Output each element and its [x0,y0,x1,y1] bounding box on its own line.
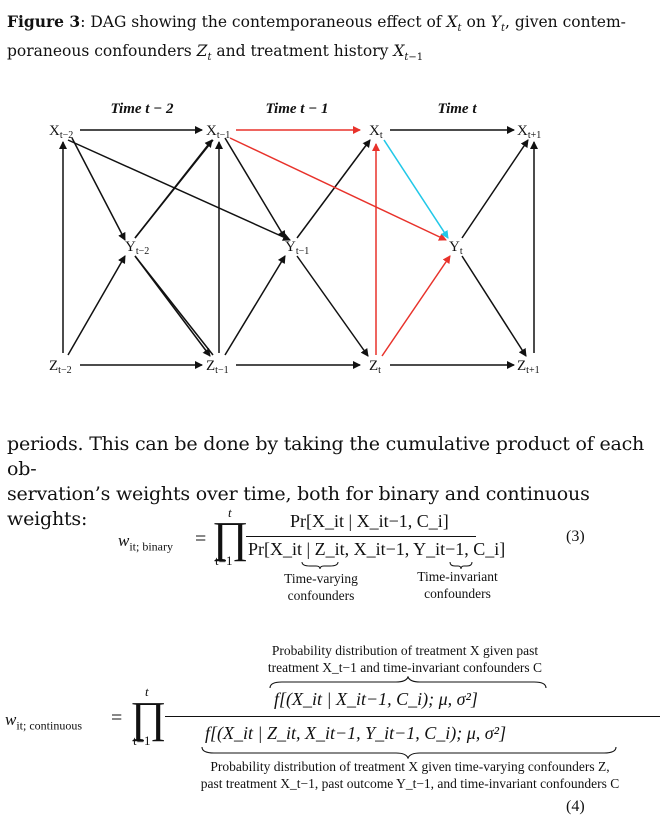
node-z-t: Zt [369,358,381,376]
dag-diagram: Time t − 2 Time t − 1 Time t [49,101,541,376]
eq4-lhs-sub: it; continuous [16,718,83,733]
caption-zt: Z [196,42,208,61]
node-z-t-minus-2: Zt−2 [49,358,72,376]
eq3-denominator: Pr[X_it | Z_it, X_it−1, Y_it−1, C_i] [248,539,506,559]
eq4-underbrace [201,746,617,759]
black-edges [59,126,538,369]
eq4-numerator: f[(X_it | X_it−1, C_i); μ, σ²] [274,689,478,709]
caption-yt: Y [490,13,501,31]
eq3-prod-top: t [228,505,232,520]
edge-cross-a [134,255,214,356]
edge-xt2-yt2 [71,137,126,241]
node-y-t-minus-2: Yt−2 [125,239,149,257]
eq4-denominator: f[(X_it | Z_it, X_it−1, Y_it−1, C_i); μ,… [205,723,507,743]
node-x-t-minus-2: Xt−2 [49,123,73,141]
node-z-t-minus-1: Zt−1 [206,358,229,376]
eq4-prod-bottom: t=1 [133,733,151,748]
eq3-lhs-w: w [118,531,130,550]
caption-xt: X [446,13,458,31]
eq4-prod: ∏ [130,693,167,742]
edge-yt1-xt [296,139,371,239]
caption-text-d: poraneous confounders [7,42,197,61]
body-line-1: periods. This can be done by taking the … [7,433,645,480]
eq3-brace-c [449,561,473,570]
eq4-fraction-line [165,716,660,718]
eq4-lhs: wit; continuous [5,710,82,733]
node-z-t-plus-1: Zt+1 [517,358,540,376]
caption-xt1: X [393,42,405,61]
eq4-bottom-annotation-line-1: Probability distribution of treatment X … [210,759,610,774]
eq3-fraction-line [246,536,476,538]
eq4-top-annotation-line-1: Probability distribution of treatment X … [271,643,539,658]
edge-xt1-yt1 [224,137,286,239]
edge-zt2-yt2 [67,255,126,356]
edge-yt-xt1p [461,139,529,239]
caption-text-c: , given contem- [505,13,626,31]
eq3-lhs: wit; binary [118,531,173,554]
caption-text-b: on [461,13,491,31]
eq3-annotation-time-invariant: Time-invariant confounders [417,569,498,601]
eq3-number: (3) [566,528,585,545]
time-label-t-minus-1: Time t − 1 [265,101,328,117]
dag-nodes: Xt−2 Xt−1 Xt Xt+1 Yt−2 Yt−1 Yt Zt−2 Zt−1… [49,123,541,376]
caption-text-a: : DAG showing the contemporaneous effect… [80,13,447,31]
eq3-prod: ∏ [212,513,249,562]
eq4-bottom-annotation: Probability distribution of treatment X … [160,758,660,792]
eq3-brace-z [301,561,339,570]
node-x-t-minus-1: Xt−1 [206,123,230,141]
eq4-equals: = [111,707,123,729]
edge-zt-yt-red [381,255,451,357]
red-edges [229,126,451,357]
eq3-lhs-sub: it; binary [129,539,174,554]
node-y-t-minus-1: Yt−1 [285,239,309,257]
edge-yt1-zt [296,255,369,357]
caption-text-e: and treatment history [211,42,394,61]
body-line-2: servation’s weights over time, both for … [7,483,590,530]
eq3-prod-bottom: t=1 [215,553,233,568]
figure-label: Figure 3 [7,12,81,31]
eq4-overbrace [269,676,547,689]
edge-xt2-yt1 [67,139,291,241]
edge-zt1-yt1 [224,255,286,356]
eq4-top-annotation-line-2: treatment X_t−1 and time-invariant confo… [267,660,543,675]
eq4-lhs-w: w [5,710,17,729]
eq4-prod-top: t [145,684,149,699]
eq3-equals: = [195,528,207,550]
eq4-top-annotation: Probability distribution of treatment X … [230,642,580,676]
eq4-bottom-annotation-line-2: past treatment X_t−1, past outcome Y_t−1… [200,776,620,791]
edge-yt-zt1p [461,255,527,357]
edge-xt-yt-cyan [383,139,449,239]
eq3-annotation-time-varying: Time-varying confounders [284,571,358,603]
body-paragraph: periods. This can be done by taking the … [7,432,657,532]
edge-xt1-yt-red [229,137,447,241]
node-y-t: Yt [449,239,463,257]
node-x-t: Xt [369,123,383,141]
time-label-t: Time t [437,101,477,117]
eq4-number: (4) [566,798,585,815]
eq3-numerator: Pr[X_it | X_it−1, C_i] [290,511,449,531]
node-x-t-plus-1: Xt+1 [517,123,541,141]
figure-caption: Figure 3: DAG showing the contemporaneou… [7,12,626,64]
time-label-t-minus-2: Time t − 2 [110,101,174,117]
